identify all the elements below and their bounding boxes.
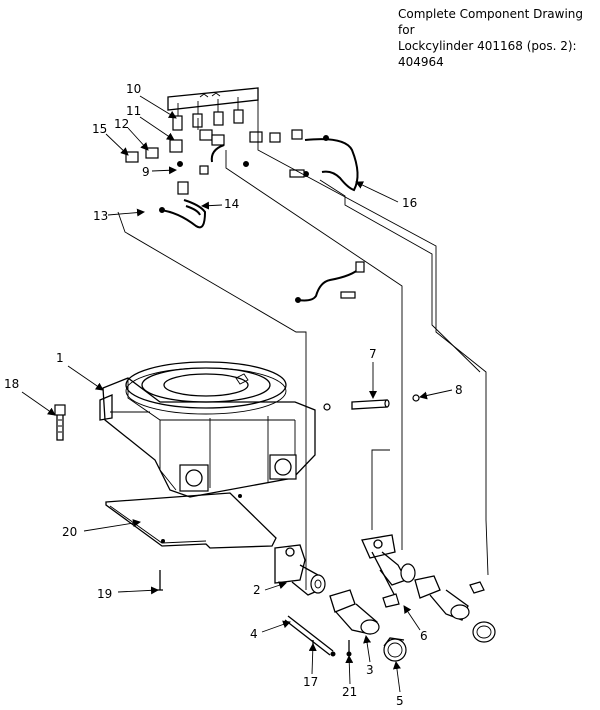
hose-fittings: [125, 109, 329, 303]
routing-lines: [117, 100, 489, 590]
callout-8: 8: [455, 383, 463, 397]
callout-9: 9: [142, 165, 150, 179]
callout-19: 19: [97, 587, 112, 601]
callout-18: 18: [4, 377, 19, 391]
screw-19: [157, 570, 163, 591]
callout-20: 20: [62, 525, 77, 539]
callout-14: 14: [224, 197, 239, 211]
lock-cylinder-right: [361, 534, 496, 643]
callout-labels: 1 2 3 4 5 6 7 8 9 10 11 12 13 14 15 16 1…: [4, 82, 463, 708]
hydraulic-hoses: [159, 138, 365, 302]
drawing-title: Complete Component Drawing for Lockcylin…: [398, 7, 584, 69]
callout-13: 13: [93, 209, 108, 223]
callout-leaders: [21, 95, 453, 693]
callout-6: 6: [420, 629, 428, 643]
callout-21: 21: [342, 685, 357, 699]
callout-3: 3: [366, 663, 374, 677]
callout-11: 11: [126, 104, 141, 118]
callout-16: 16: [402, 196, 417, 210]
rod-4: [284, 615, 352, 657]
lock-cylinder-left: [274, 544, 407, 662]
main-frame: [99, 361, 316, 498]
manifold-block: [167, 87, 259, 116]
cover-plate-20: [105, 492, 277, 549]
callout-12: 12: [114, 117, 129, 131]
callout-1: 1: [56, 351, 64, 365]
callout-4: 4: [250, 627, 258, 641]
callout-7: 7: [369, 347, 377, 361]
callout-17: 17: [303, 675, 318, 689]
callout-15: 15: [92, 122, 107, 136]
pin-7: [323, 394, 420, 411]
callout-5: 5: [396, 694, 404, 708]
callout-10: 10: [126, 82, 141, 96]
bolt-18: [54, 404, 66, 441]
callout-2: 2: [253, 583, 261, 597]
